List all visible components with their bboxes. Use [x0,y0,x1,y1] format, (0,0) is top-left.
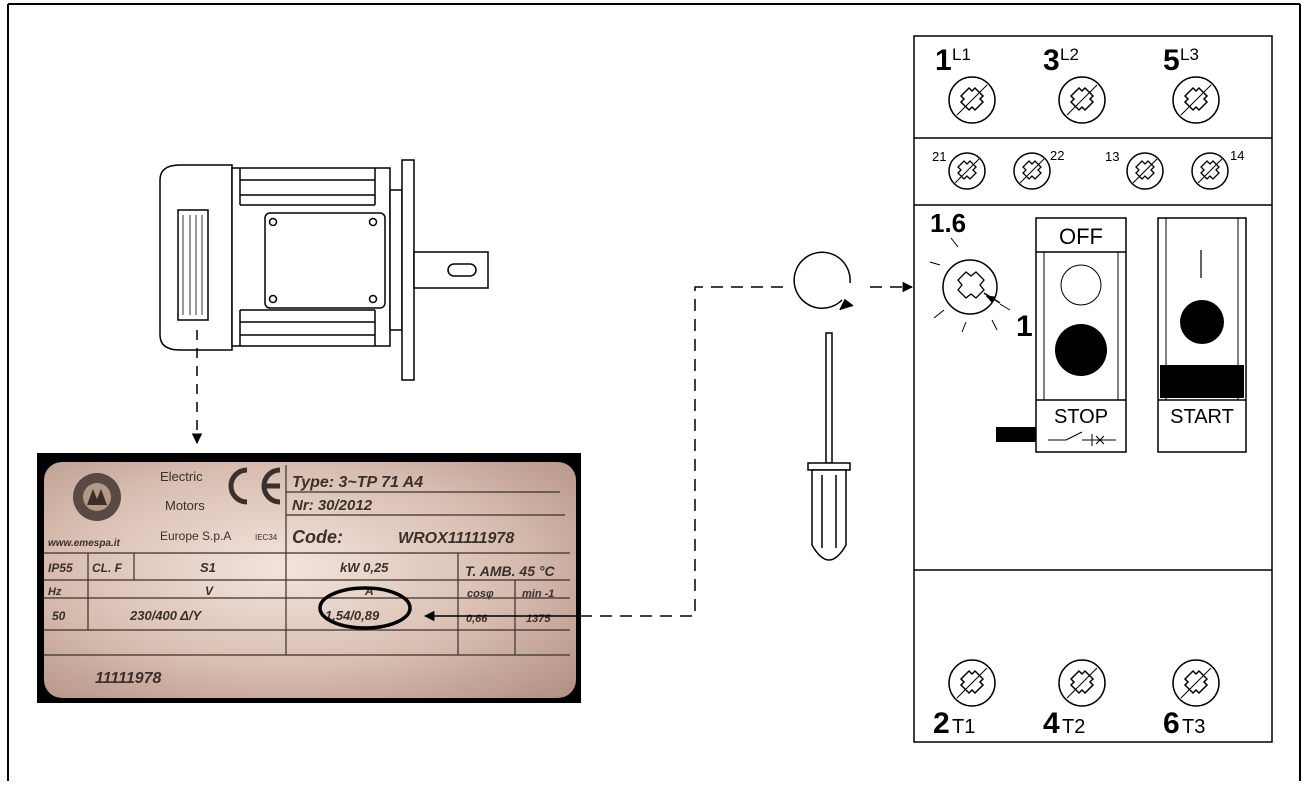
start-button: START [1158,218,1246,452]
motor-drawing [160,160,488,380]
brand-line1: Electric [160,469,203,484]
plate-nr: Nr: 30/2012 [292,497,373,514]
terminal-screw-l1 [949,77,995,123]
plate-class: CL. F [92,561,123,575]
rotate-clockwise-icon [794,252,853,310]
start-label: START [1170,406,1234,428]
terminal-4-number: 4 [1043,707,1060,740]
terminal-t2-label: T2 [1062,716,1085,738]
overload-relay: 1 L1 3 L2 5 L3 21 22 13 14 1.6 1 [914,36,1272,742]
terminal-l1-label: L1 [952,45,971,64]
off-label: OFF [1059,224,1103,249]
terminal-l3-label: L3 [1180,45,1199,64]
aux-screw-14 [1192,153,1228,189]
stop-label: STOP [1054,406,1108,428]
aux-screw-21 [949,153,985,189]
terminal-l2-label: L2 [1060,45,1079,64]
plate-code-value: WROX11111978 [398,530,514,547]
terminal-6-number: 6 [1163,707,1180,740]
brand-line3: Europe S.p.A [160,529,231,543]
plate-hz-label: Hz [48,586,62,598]
aux-label-13: 13 [1105,149,1119,164]
plate-duty: S1 [200,560,216,575]
aux-screw-22 [1014,153,1050,189]
terminal-screw-l3 [1173,77,1219,123]
plate-type: Type: 3~TP 71 A4 [292,474,423,491]
dial-min-label: 1 [1016,310,1033,343]
gear-logo-icon [73,473,121,521]
plate-serial: 11111978 [95,670,162,687]
plate-a-label: A [364,584,374,598]
terminal-1-number: 1 [935,44,952,77]
terminal-t3-label: T3 [1182,716,1205,738]
aux-label-22: 22 [1050,148,1064,163]
plate-cos-label: cosφ [467,588,494,600]
terminal-5-number: 5 [1163,44,1180,77]
iec-standard: IEC34 [255,533,278,542]
dial-max-label: 1.6 [930,208,966,238]
plate-kw: kW 0,25 [340,560,389,575]
aux-label-14: 14 [1230,148,1244,163]
plate-v-label: V [205,584,214,598]
terminal-2-number: 2 [933,707,950,740]
plate-code-label: Code: [292,527,343,547]
screwdriver-icon [808,333,850,560]
terminal-3-number: 3 [1043,44,1060,77]
aux-screw-13 [1127,153,1163,189]
website: www.emespa.it [48,538,121,549]
nameplate-photo: Electric Motors Europe S.p.A IEC34 www.e… [37,453,581,703]
terminal-t1-label: T1 [952,716,975,738]
plate-cos: 0,66 [466,613,488,625]
aux-label-21: 21 [932,149,946,164]
terminal-screw-t1 [949,660,995,706]
plate-ip: IP55 [48,561,73,575]
plate-voltage: 230/400 Δ/Y [129,608,202,623]
terminal-screw-l2 [1059,77,1105,123]
plate-speed: 1375 [526,613,551,625]
plate-tamb: T. AMB. 45 °C [465,563,555,579]
terminal-screw-t3 [1173,660,1219,706]
brand-line2: Motors [165,498,205,513]
plate-min-label: min -1 [522,588,554,600]
terminal-screw-t2 [1059,660,1105,706]
plate-hz: 50 [52,609,66,623]
